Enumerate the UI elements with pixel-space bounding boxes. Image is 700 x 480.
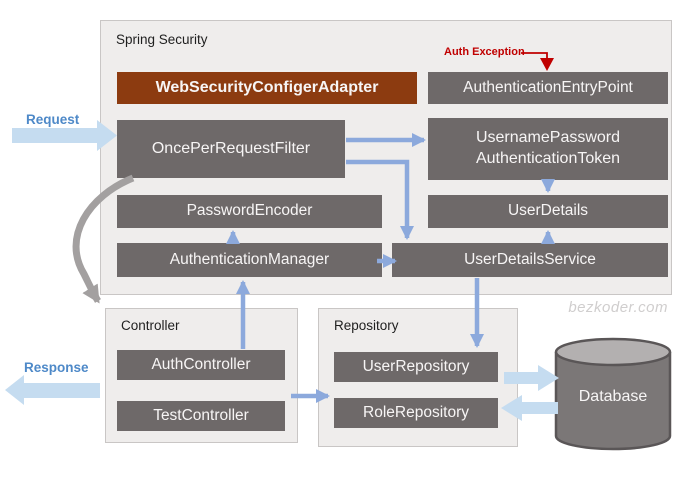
node-user-details-service: UserDetailsService (392, 243, 668, 277)
watermark: bezkoder.com (568, 299, 668, 316)
node-password-encoder: PasswordEncoder (117, 195, 382, 228)
node-label-line1: UsernamePassword (475, 129, 621, 147)
response-label: Response (24, 360, 89, 375)
controller-title: Controller (121, 318, 180, 333)
node-user-details: UserDetails (428, 195, 668, 228)
node-authentication-entry-point: AuthenticationEntryPoint (428, 72, 668, 104)
node-once-per-request-filter: OncePerRequestFilter (117, 120, 345, 178)
node-label-line2: AuthenticationToken (475, 150, 621, 167)
database-cylinder-icon (554, 337, 672, 451)
node-authentication-manager: AuthenticationManager (117, 243, 382, 277)
node-auth-controller: AuthController (117, 350, 285, 380)
node-web-security-configer-adapter: WebSecurityConfigerAdapter (117, 72, 417, 104)
node-test-controller: TestController (117, 401, 285, 431)
spring-security-title: Spring Security (116, 32, 208, 47)
arrow-response (5, 375, 100, 405)
request-label: Request (26, 112, 80, 127)
database-label: Database (578, 388, 648, 405)
repository-title: Repository (334, 318, 399, 333)
node-username-password-authentication-token: UsernamePassword AuthenticationToken (428, 118, 668, 180)
node-user-repository: UserRepository (334, 352, 498, 382)
auth-exception-label: Auth Exception (444, 46, 525, 58)
node-role-repository: RoleRepository (334, 398, 498, 428)
